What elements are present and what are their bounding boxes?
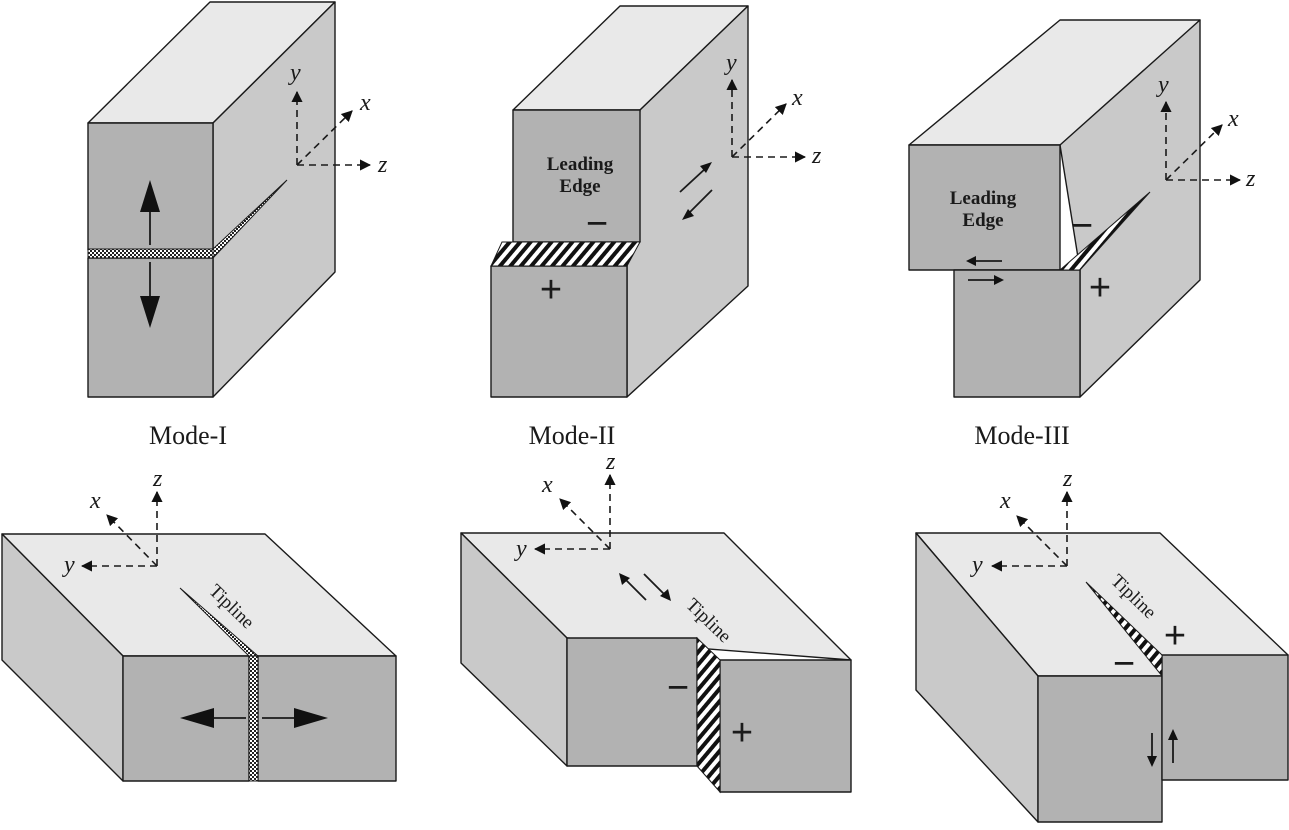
mode1-crack-wedge (212, 179, 288, 260)
mode1-label: Mode-I (149, 421, 227, 450)
mode3-plan-specimen: Tipline − + z y x (915, 466, 1289, 823)
mode2-specimen: Leading Edge − + y z x Mode-II (490, 5, 822, 450)
mode3-plan-crack-wedge (1085, 581, 1163, 678)
mode3-plan-axis-y-label: y (970, 552, 983, 578)
mode2-plan-crack-face (696, 636, 721, 794)
mode1-axis-y-label: y (288, 60, 301, 86)
mode3-minus-sign: − (1071, 205, 1093, 247)
mode2-minus-sign: − (586, 203, 608, 245)
mode1-axes: y z x (288, 60, 388, 178)
mode2-plan-axis-y-label: y (514, 536, 527, 562)
mode1-down-arrowhead (140, 296, 160, 328)
mode3-plus-sign: + (1089, 267, 1111, 309)
mode1-axis-x-label: x (359, 90, 371, 116)
mode3-crack-wedge (1058, 191, 1151, 271)
mode1-plan-crack-wedge (179, 587, 260, 657)
mode3-label: Mode-III (974, 421, 1069, 450)
mode2-plan-shear-arrow-1 (623, 577, 647, 601)
mode2-label: Mode-II (529, 421, 616, 450)
mode2-leading-label-2: Edge (559, 176, 600, 197)
mode3-axis-z-label: z (1245, 166, 1256, 192)
mode1-specimen: y z x Mode-I (87, 1, 388, 450)
mode2-axis-y-label: y (724, 50, 737, 76)
mode3-specimen: Leading Edge − + y z x Mode-III (908, 19, 1256, 450)
mode2-plan-axis-z-label: z (605, 449, 616, 475)
mode3-plan-axes: z y x (970, 466, 1073, 578)
mode1-plan-axis-z-label: z (152, 466, 163, 492)
mode3-axes: y z x (1156, 72, 1256, 192)
mode1-crack-face (87, 248, 214, 259)
mode3-leading-label-2: Edge (962, 210, 1003, 231)
mode2-plan-axes: z y x (514, 449, 616, 562)
mode2-plus-sign: + (540, 269, 562, 311)
mode1-axis-z-label: z (377, 152, 388, 178)
mode3-axis-y-label: y (1156, 72, 1169, 98)
mode1-plan-crack-face (248, 655, 259, 782)
mode2-leading-label-1: Leading (547, 154, 614, 175)
mode3-plan-minus-sign: − (1113, 643, 1135, 685)
mode3-plan-axis-x-label: x (999, 488, 1011, 514)
mode3-leading-label-1: Leading (950, 188, 1017, 209)
mode2-shear-arrow-up (679, 167, 707, 193)
mode3-plan-axis-z-label: z (1062, 466, 1073, 492)
mode2-plan-plus-sign: + (731, 712, 753, 754)
mode2-shear-arrow-down (687, 189, 713, 215)
mode2-plan-shear-arrow-2 (643, 573, 667, 597)
mode3-plan-plus-sign: + (1164, 615, 1186, 657)
mode1-plan-axis-y-label: y (62, 552, 75, 578)
mode2-plan-axis-x-label: x (541, 472, 553, 498)
mode3-axis-x-label: x (1227, 106, 1239, 132)
mode2-axis-z-label: z (811, 143, 822, 169)
mode2-plan-specimen: Tipline − + z y x (460, 449, 852, 794)
mode2-axis-x-label: x (791, 85, 803, 111)
mode1-up-arrowhead (140, 180, 160, 212)
mode1-plan-axis-x-label: x (89, 488, 101, 514)
mode2-crack-face (490, 241, 641, 267)
mode1-plan-axes: z y x (62, 466, 163, 578)
mode1-plan-specimen: Tipline z y x (1, 466, 397, 782)
mode2-plan-minus-sign: − (667, 667, 689, 709)
mode2-axes: y z x (724, 50, 822, 169)
